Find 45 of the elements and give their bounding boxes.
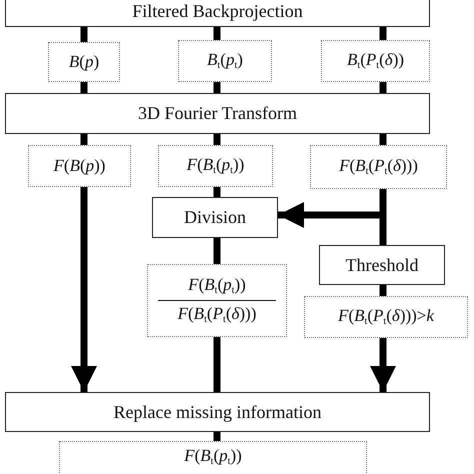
process-box bbox=[5, 93, 430, 134]
formula: B$_{t}$(P$_{t}$(δ)) bbox=[346, 50, 404, 72]
connector-line bbox=[380, 27, 386, 40]
connector-line bbox=[80, 134, 88, 145]
formula: F(B$_{t}$(P$_{t}$(δ)))>k bbox=[338, 306, 434, 328]
formula: F(B$_{t}$(P$_{t}$(δ))) bbox=[178, 304, 256, 326]
formula: B$_{t}$(p$_{t}$) bbox=[207, 50, 243, 72]
process-box bbox=[5, 0, 430, 27]
data-box bbox=[321, 40, 430, 82]
step-label: 3D Fourier Transform bbox=[138, 103, 297, 124]
data-box bbox=[59, 441, 367, 474]
formula: F(B$_{t}$(P$_{t}$(δ))) bbox=[339, 156, 418, 178]
connector-line bbox=[214, 134, 220, 145]
connector-line bbox=[380, 134, 386, 145]
process-box bbox=[152, 197, 278, 238]
arrow bbox=[71, 187, 97, 392]
connector-line bbox=[214, 187, 220, 197]
arrow bbox=[370, 338, 396, 392]
formula: B(p) bbox=[68, 52, 100, 72]
step-label: Threshold bbox=[346, 254, 418, 276]
connector-line bbox=[214, 337, 220, 392]
step-label: Filtered Backprojection bbox=[132, 1, 303, 22]
formula: F(B$_{t}$(p$_{t}$)) bbox=[186, 155, 244, 177]
connector-line bbox=[214, 432, 220, 441]
data-box bbox=[304, 296, 468, 338]
data-box bbox=[178, 40, 272, 82]
data-box bbox=[147, 264, 287, 337]
data-box bbox=[158, 145, 273, 187]
formula: F(B$_{t}$(p$_{t}$)) bbox=[184, 446, 242, 468]
connector-line bbox=[380, 285, 386, 296]
connector-line bbox=[80, 27, 88, 42]
connector-line bbox=[214, 238, 220, 264]
data-box bbox=[48, 42, 120, 82]
connector-line bbox=[380, 82, 386, 93]
formula: F(B$_{t}$(p$_{t}$)) bbox=[188, 274, 246, 297]
process-box bbox=[319, 245, 445, 285]
step-label: Division bbox=[184, 207, 246, 228]
connector-line bbox=[214, 27, 220, 40]
data-box bbox=[28, 145, 131, 187]
formula: F(B(p)) bbox=[54, 156, 106, 176]
data-box bbox=[310, 145, 447, 189]
process-box bbox=[5, 392, 430, 432]
connector-line bbox=[214, 82, 220, 93]
step-label: Replace missing information bbox=[114, 402, 322, 422]
connector-line bbox=[80, 82, 88, 93]
